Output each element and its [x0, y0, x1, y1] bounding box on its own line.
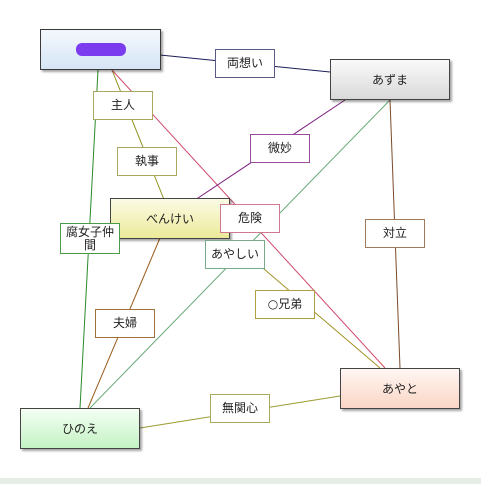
relation-tairitsu[interactable]: 対立 — [365, 219, 425, 248]
relation-ryouomoi[interactable]: 両想い — [215, 49, 275, 78]
relation-ayashii[interactable]: あやしい — [205, 240, 265, 269]
redaction-mark — [75, 43, 126, 56]
node-redacted[interactable] — [40, 29, 161, 70]
bottom-scroll-area — [0, 478, 481, 484]
relation-bimyou[interactable]: 微妙 — [250, 134, 310, 163]
relation-shitsuji[interactable]: 執事 — [117, 147, 177, 176]
relation-fuufu[interactable]: 夫婦 — [95, 309, 155, 338]
relation-mukanshin[interactable]: 無関心 — [210, 394, 270, 423]
relation-kiken[interactable]: 危険 — [220, 204, 280, 233]
relation-kyoudai[interactable]: ○兄弟 — [255, 290, 315, 319]
relation-fujoshi[interactable]: 腐女子仲間 — [60, 223, 120, 254]
node-aduma[interactable]: あずま — [330, 59, 450, 100]
node-benkei[interactable]: べんけい — [110, 198, 230, 239]
node-ayato[interactable]: あやと — [340, 368, 460, 409]
relation-shujin[interactable]: 主人 — [93, 91, 153, 120]
edge-shujin — [111, 69, 166, 203]
node-hinoe[interactable]: ひのえ — [20, 408, 140, 449]
